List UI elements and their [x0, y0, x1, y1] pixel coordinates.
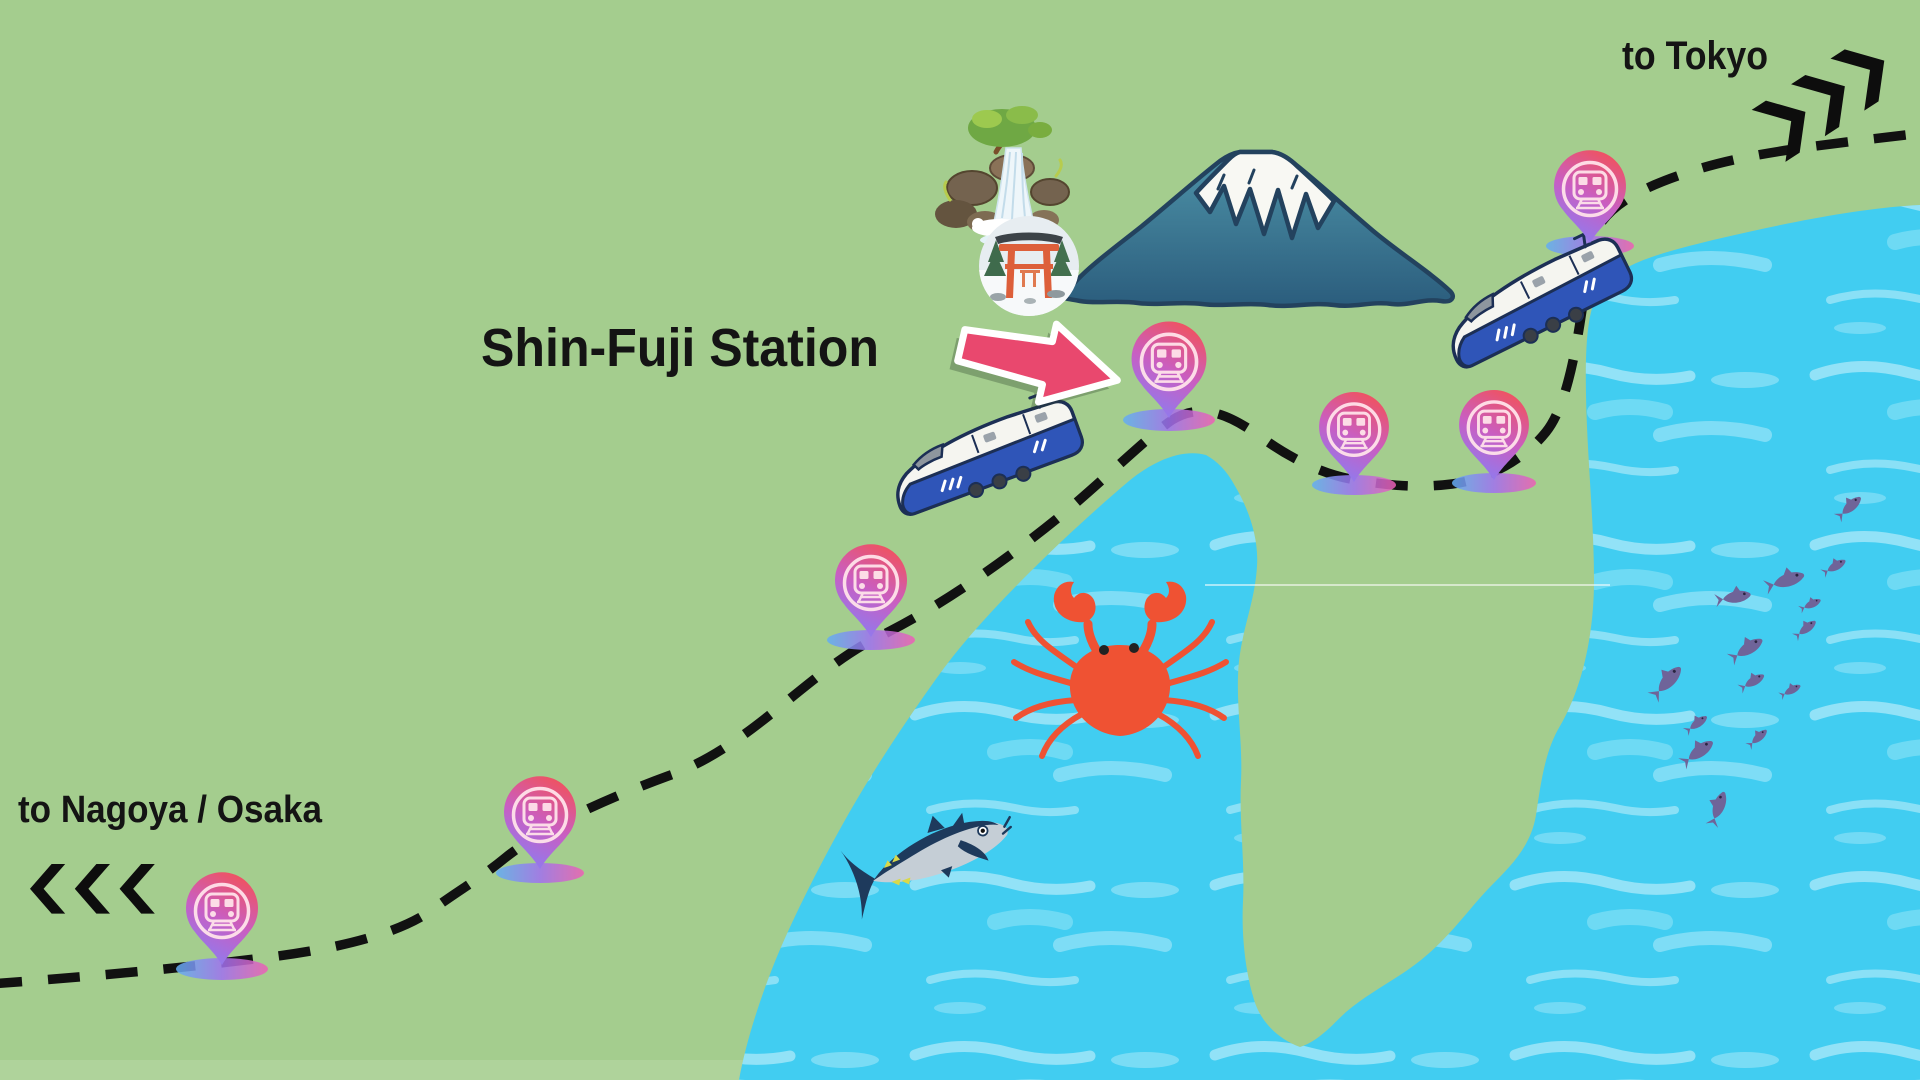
- shin-fuji-station-label: Shin-Fuji Station: [481, 318, 879, 378]
- mount-fuji-icon: [1060, 149, 1455, 309]
- callout-arrow-icon: [949, 320, 1121, 411]
- tuna-icon: [840, 812, 1012, 920]
- torii-gate-icon: [979, 216, 1079, 316]
- land-bottom-strip: [0, 1060, 745, 1080]
- to-tokyo-label: to Tokyo: [1622, 34, 1768, 78]
- crab-icon: [1011, 581, 1229, 759]
- to-nagoya-osaka-label: to Nagoya / Osaka: [18, 789, 323, 831]
- sea-water: [739, 205, 1920, 1080]
